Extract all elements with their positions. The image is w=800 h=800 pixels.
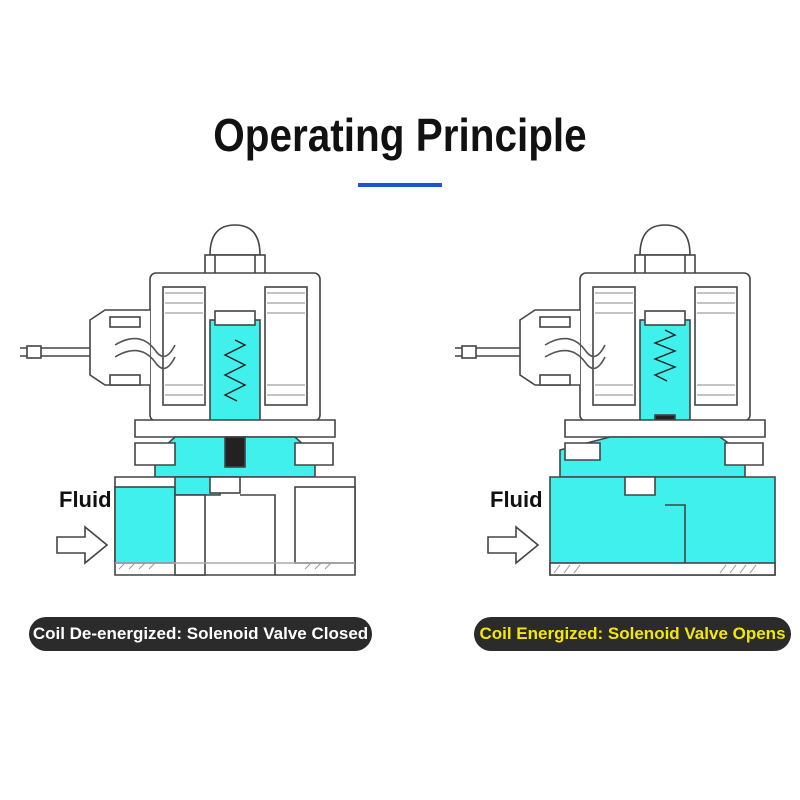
- open-caption: Coil Energized: Solenoid Valve Opens: [474, 617, 791, 651]
- fluid-label: Fluid: [490, 487, 543, 512]
- title-underline: [358, 183, 442, 187]
- open-valve-diagram: Fluid: [410, 215, 790, 595]
- closed-valve-drawing: [20, 224, 356, 576]
- closed-caption: Coil De-energized: Solenoid Valve Closed: [29, 617, 372, 651]
- open-valve-drawing: [455, 224, 776, 576]
- closed-valve-diagram: Fluid: [15, 215, 395, 595]
- fluid-label: Fluid: [59, 487, 112, 512]
- page-title: Operating Principle: [213, 109, 587, 161]
